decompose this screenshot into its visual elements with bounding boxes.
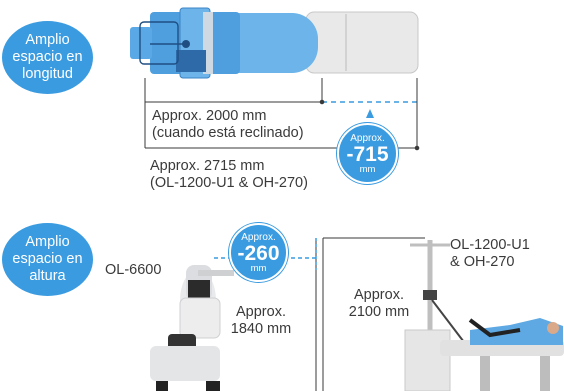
length-difference-prefix: Approx. xyxy=(350,132,385,144)
reclined-length-value: Approx. 2000 mm xyxy=(152,108,267,124)
reclined-chair-top-view xyxy=(130,7,419,79)
length-dimension-lines xyxy=(144,78,420,151)
length-difference-bubble: Approx. -715 mm xyxy=(337,123,398,184)
model-right-label: OL-1200-U1 & OH-270 xyxy=(450,237,530,271)
ol-6600-chair-illustration xyxy=(150,265,234,391)
height-difference-value: -260 xyxy=(237,241,280,265)
model-right-line2: & OH-270 xyxy=(450,254,515,270)
height-difference-unit: mm xyxy=(250,262,267,274)
height-right-value: 2100 mm xyxy=(348,304,410,320)
height-badge-text: Amplio espacio en altura xyxy=(12,234,83,284)
height-difference-bubble: Approx. -260 mm xyxy=(229,223,288,282)
ol-1200-chair-illustration xyxy=(404,240,564,391)
length-badge: Amplio espacio en longitud xyxy=(2,21,93,94)
height-right-label: Approx. 2100 mm xyxy=(338,287,420,321)
height-right-prefix: Approx. xyxy=(354,287,404,303)
length-difference-value: -715 xyxy=(346,142,389,166)
height-left-value: 1840 mm xyxy=(230,321,292,337)
model-right-line1: OL-1200-U1 xyxy=(450,237,530,253)
full-length-label: Approx. 2715 mm (OL-1200-U1 & OH-270) xyxy=(150,158,308,192)
reclined-length-note: (cuando está reclinado) xyxy=(152,125,304,141)
model-left-label: OL-6600 xyxy=(105,262,162,278)
height-left-label: Approx. 1840 mm xyxy=(226,304,296,338)
length-badge-text: Amplio espacio en longitud xyxy=(12,32,83,82)
height-left-prefix: Approx. xyxy=(236,304,286,320)
height-badge: Amplio espacio en altura xyxy=(2,223,93,296)
height-difference-prefix: Approx. xyxy=(241,231,276,243)
reclined-length-label: Approx. 2000 mm (cuando está reclinado) xyxy=(152,108,304,142)
length-difference-unit: mm xyxy=(359,163,376,175)
full-length-value: Approx. 2715 mm xyxy=(150,158,265,174)
full-length-models: (OL-1200-U1 & OH-270) xyxy=(150,175,308,191)
